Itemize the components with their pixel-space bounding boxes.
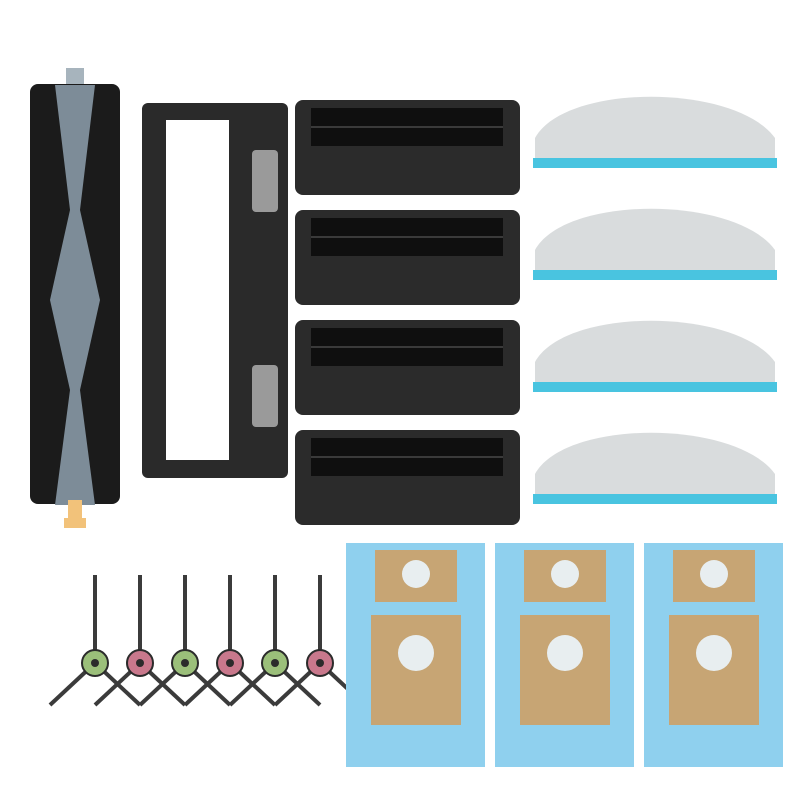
mop-pad-2 [525, 190, 785, 290]
main-roller-brush [20, 60, 130, 530]
side-brush-5 [220, 565, 330, 735]
mop-pad-4 [525, 414, 785, 514]
hepa-filter-4 [285, 410, 530, 535]
dust-bag-4 [343, 605, 488, 770]
hepa-filter-1 [285, 80, 530, 205]
hepa-filter-3 [285, 300, 530, 425]
mop-pad-1 [525, 78, 785, 178]
side-brush-4 [175, 565, 285, 735]
mop-pad-3 [525, 302, 785, 402]
hepa-filter-2 [285, 190, 530, 315]
dust-bag-6 [641, 605, 786, 770]
dust-bag-5 [492, 605, 637, 770]
brush-guard-frame [140, 95, 290, 485]
